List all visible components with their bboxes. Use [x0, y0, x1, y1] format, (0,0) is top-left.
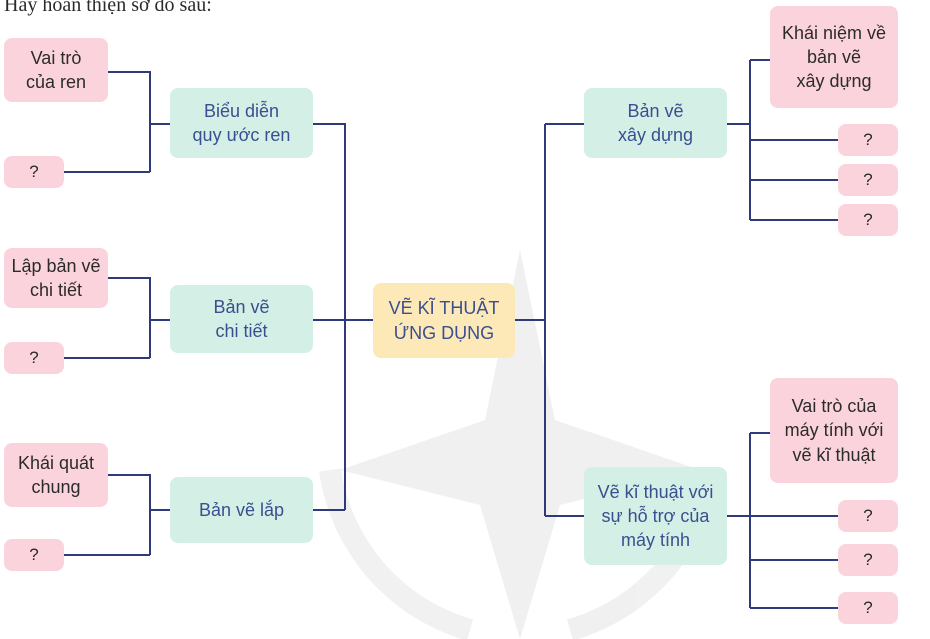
connector [727, 59, 838, 221]
leaf-line: của ren [25, 72, 87, 92]
topic-line: máy tính [620, 530, 690, 551]
instruction-title: Hãy hoàn thiện sơ đồ sau: [4, 0, 212, 16]
connector [515, 123, 584, 517]
leaf-blank: ? [4, 539, 64, 571]
leaf-question-mark: ? [29, 544, 39, 564]
leaf-line: Lập bản vẽ [11, 255, 101, 276]
center-node: VẼ KĨ THUẬT ỨNG DỤNG [373, 283, 515, 358]
leaf-question-mark: ? [863, 505, 873, 525]
topic-thread-conventions: Biểu diễn quy ước ren [170, 88, 313, 158]
leaf-blank: ? [4, 156, 64, 188]
leaf-question-mark: ? [29, 161, 39, 181]
leaf-role-of-thread: Vai trò của ren [4, 38, 108, 102]
topic-line: Biểu diễn [203, 100, 280, 121]
leaf-line: Khái niệm về [781, 22, 887, 43]
connector [727, 432, 838, 609]
leaf-blank: ? [838, 124, 898, 156]
leaf-line: máy tính với [784, 420, 884, 441]
leaf-line: xây dựng [796, 71, 872, 92]
leaf-question-mark: ? [863, 209, 873, 229]
leaf-line: chi tiết [29, 280, 82, 300]
topic-line: Bản vẽ lắp [198, 499, 285, 520]
leaf-blank: ? [838, 164, 898, 196]
center-node-line-2: ỨNG DỤNG [393, 322, 495, 343]
leaf-line: bản vẽ [806, 46, 862, 67]
connector [64, 474, 170, 556]
leaf-blank: ? [838, 544, 898, 576]
topic-detail-drawing: Bản vẽ chi tiết [170, 285, 313, 353]
topic-line: sự hỗ trợ của [601, 505, 710, 526]
topic-line: Vẽ kĩ thuật với [597, 481, 714, 502]
leaf-question-mark: ? [863, 597, 873, 617]
leaf-line: Vai trò [30, 47, 82, 68]
leaf-computer-role: Vai trò của máy tính với vẽ kĩ thuật [770, 378, 898, 483]
topic-line: xây dựng [617, 125, 694, 145]
leaf-line: Vai trò của [791, 396, 877, 417]
topic-line: Bản vẽ [627, 100, 684, 121]
leaf-question-mark: ? [863, 549, 873, 569]
connector [64, 71, 170, 173]
leaf-blank: ? [4, 342, 64, 374]
leaf-construction-drawing-concept: Khái niệm về bản vẽ xây dựng [770, 6, 898, 108]
leaf-question-mark: ? [863, 169, 873, 189]
connector [313, 123, 373, 511]
leaf-line: Khái quát [17, 452, 95, 473]
topic-line: chi tiết [215, 321, 268, 341]
leaf-question-mark: ? [863, 129, 873, 149]
leaf-line: chung [31, 477, 81, 497]
leaf-question-mark: ? [29, 347, 39, 367]
connector [64, 277, 170, 359]
leaf-make-detail-drawing: Lập bản vẽ chi tiết [4, 248, 108, 308]
leaf-line: vẽ kĩ thuật [792, 444, 876, 465]
topic-line: quy ước ren [192, 125, 291, 145]
leaf-blank: ? [838, 592, 898, 624]
leaf-blank: ? [838, 500, 898, 532]
topic-line: Bản vẽ [213, 296, 270, 317]
topic-assembly-drawing: Bản vẽ lắp [170, 477, 313, 543]
topic-computer-aided-drawing: Vẽ kĩ thuật với sự hỗ trợ của máy tính [584, 467, 727, 565]
leaf-overview: Khái quát chung [4, 443, 108, 507]
topic-construction-drawing: Bản vẽ xây dựng [584, 88, 727, 158]
center-node-line-1: VẼ KĨ THUẬT [388, 298, 500, 319]
leaf-blank: ? [838, 204, 898, 236]
